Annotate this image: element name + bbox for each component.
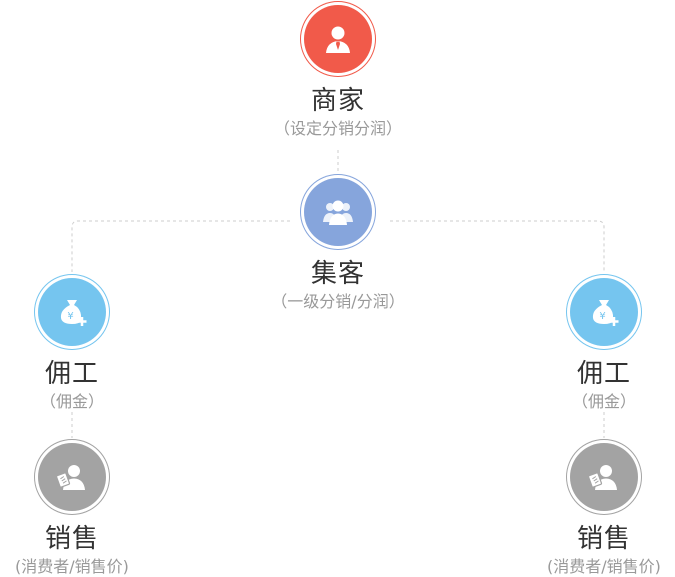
- sales-right-title: 销售: [576, 524, 631, 554]
- node-sales-right: 销售 (消费者/销售价): [524, 440, 675, 577]
- node-sales-left: 销售 (消费者/销售价): [0, 440, 152, 577]
- sales-right-circle: [567, 440, 641, 514]
- merchant-title: 商家: [310, 86, 365, 116]
- user-tie-icon: [326, 26, 350, 53]
- svg-text:¥: ¥: [67, 311, 73, 322]
- worker-left-circle: ¥: [35, 275, 109, 349]
- sales-left-circle: [35, 440, 109, 514]
- svg-text:¥: ¥: [599, 311, 605, 322]
- worker-right-subtitle: （佣金）: [571, 392, 636, 411]
- connector-customer-left: [71, 220, 290, 272]
- user-card-icon: [55, 465, 85, 490]
- money-bag-icon: ¥: [592, 300, 619, 326]
- worker-left-title: 佣工: [44, 359, 99, 389]
- worker-right-circle: ¥: [567, 275, 641, 349]
- node-worker-right: ¥ 佣工 （佣金）: [524, 275, 675, 412]
- node-customer: 集客 （一级分销/分润）: [258, 175, 418, 312]
- sales-left-subtitle: (消费者/销售价): [15, 557, 129, 576]
- node-worker-left: ¥ 佣工 （佣金）: [0, 275, 152, 412]
- node-merchant: 商家 （设定分销分润）: [258, 2, 418, 139]
- worker-left-subtitle: （佣金）: [39, 392, 104, 411]
- customer-title: 集客: [310, 259, 365, 289]
- user-card-icon: [587, 465, 617, 490]
- worker-right-title: 佣工: [576, 359, 631, 389]
- merchant-subtitle: （设定分销分润）: [273, 119, 402, 138]
- customer-circle: [301, 175, 375, 249]
- sales-left-title: 销售: [44, 524, 99, 554]
- connector-customer-right: [390, 220, 605, 272]
- group-icon: [323, 200, 353, 225]
- sales-right-subtitle: (消费者/销售价): [547, 557, 661, 576]
- customer-subtitle: （一级分销/分润）: [271, 292, 405, 311]
- money-bag-icon: ¥: [60, 300, 87, 326]
- merchant-circle: [301, 2, 375, 76]
